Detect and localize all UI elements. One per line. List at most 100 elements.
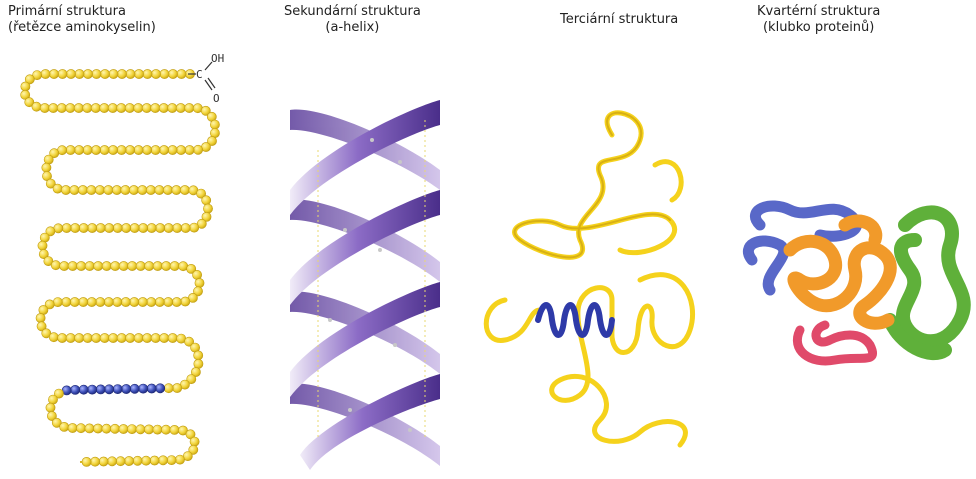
amino-acid [75, 333, 84, 342]
amino-acid [112, 185, 121, 194]
amino-acid [113, 297, 122, 306]
amino-acid [92, 145, 101, 154]
highlighted-amino-acid [79, 385, 88, 394]
amino-acid [155, 185, 164, 194]
amino-acid [160, 333, 169, 342]
amino-acid [144, 425, 153, 434]
amino-acid [83, 333, 92, 342]
amino-acid [151, 103, 160, 112]
amino-acid [180, 185, 189, 194]
amino-acid [173, 383, 182, 392]
amino-acid [75, 69, 84, 78]
amino-acid [156, 223, 165, 232]
highlighted-amino-acid [156, 384, 165, 393]
amino-acid [177, 145, 186, 154]
amino-acid [51, 261, 60, 270]
amino-acid [194, 145, 203, 154]
amino-acid [49, 103, 58, 112]
amino-acid [195, 278, 204, 287]
amino-acid [46, 403, 55, 412]
highlighted-amino-acid [71, 385, 80, 394]
amino-acid [153, 261, 162, 270]
carboxyl-c: C [196, 68, 203, 81]
amino-acid [85, 424, 94, 433]
amino-acid [96, 297, 105, 306]
amino-acid [85, 261, 94, 270]
amino-acid [44, 155, 53, 164]
amino-acid [138, 297, 147, 306]
amino-acid [134, 103, 143, 112]
carboxyl-group: C OH O [188, 52, 224, 105]
amino-acid [58, 69, 67, 78]
amino-acid [91, 103, 100, 112]
highlighted-amino-acid [122, 384, 131, 393]
amino-acid [100, 145, 109, 154]
amino-acid [83, 69, 92, 78]
amino-acid [164, 223, 173, 232]
amino-acid [159, 103, 168, 112]
amino-acid [70, 185, 79, 194]
amino-acid [145, 261, 154, 270]
amino-acid [57, 103, 66, 112]
amino-acid [160, 145, 169, 154]
amino-acid [127, 425, 136, 434]
amino-acid [66, 103, 75, 112]
highlighted-amino-acid [105, 385, 114, 394]
amino-acid [119, 424, 128, 433]
amino-acid [143, 69, 152, 78]
amino-acid [83, 103, 92, 112]
amino-acid [108, 457, 117, 466]
tertiary-fold [486, 113, 692, 445]
amino-acid [40, 103, 49, 112]
amino-acid [181, 223, 190, 232]
amino-acid [130, 297, 139, 306]
amino-acid-beads [21, 69, 220, 466]
amino-acid [121, 297, 130, 306]
amino-acid [76, 424, 85, 433]
amino-acid [121, 185, 130, 194]
amino-acid [161, 425, 170, 434]
amino-acid [36, 313, 45, 322]
amino-acid [194, 359, 203, 368]
amino-acid [99, 457, 108, 466]
amino-acid [136, 261, 145, 270]
amino-acid [185, 145, 194, 154]
amino-acid [102, 261, 111, 270]
amino-acid [21, 82, 30, 91]
amino-acid [94, 261, 103, 270]
amino-acid [175, 455, 184, 464]
amino-acid [110, 424, 119, 433]
amino-acid [168, 333, 177, 342]
amino-acid [119, 261, 128, 270]
amino-acid [87, 297, 96, 306]
amino-acid [100, 103, 109, 112]
primary-chain: C OH O [21, 52, 225, 467]
amino-acid [95, 185, 104, 194]
amino-acid [164, 297, 173, 306]
amino-acid [130, 223, 139, 232]
amino-acid [109, 69, 118, 78]
alpha-helix [290, 100, 440, 470]
amino-acid [143, 333, 152, 342]
amino-acid [150, 456, 159, 465]
tertiary-alpha-helix [538, 305, 612, 335]
amino-acid [49, 333, 58, 342]
amino-acid [40, 233, 49, 242]
amino-acid [116, 457, 125, 466]
amino-acid [109, 333, 118, 342]
amino-acid [49, 69, 58, 78]
amino-acid [134, 145, 143, 154]
amino-acid [202, 196, 211, 205]
quaternary-complex [748, 206, 963, 361]
amino-acid [210, 120, 219, 129]
amino-acid [168, 145, 177, 154]
amino-acid [66, 145, 75, 154]
amino-acid [168, 103, 177, 112]
amino-acid [83, 145, 92, 154]
amino-acid [162, 261, 171, 270]
amino-acid [126, 145, 135, 154]
amino-acid [160, 69, 169, 78]
amino-acid [181, 297, 190, 306]
amino-acid [172, 185, 181, 194]
highlighted-amino-acid [130, 384, 139, 393]
